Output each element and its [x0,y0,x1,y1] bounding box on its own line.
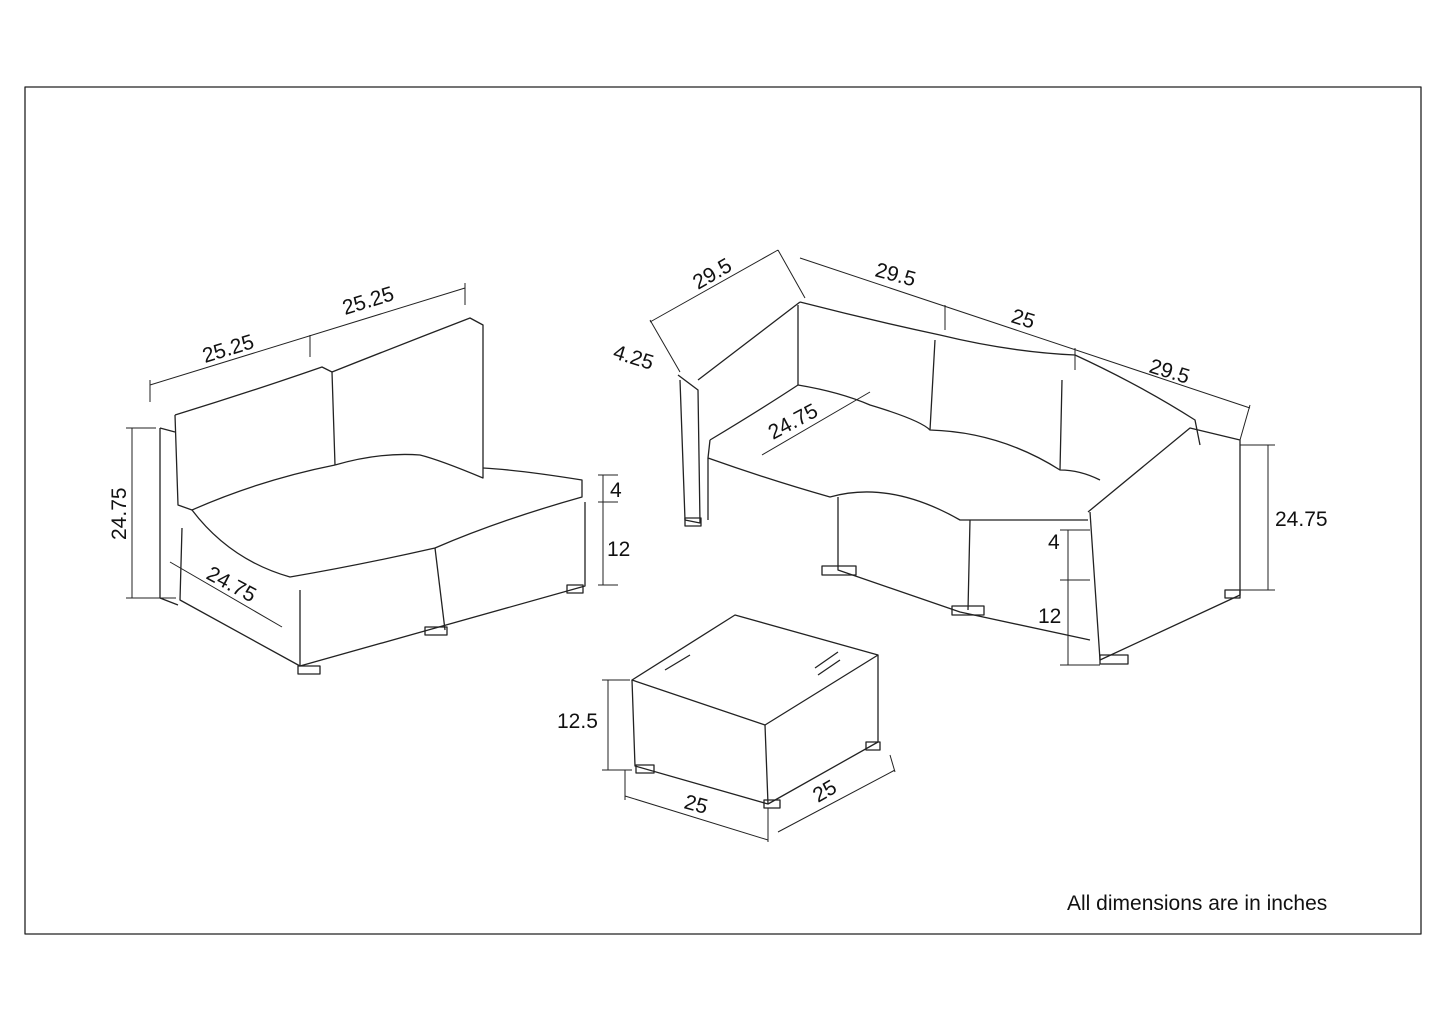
ottoman-height-label: 12.5 [557,710,598,733]
drawing-border [24,86,1422,935]
ottoman-depth-label: 25 [809,776,841,808]
sectional-height-label: 24.75 [1275,508,1328,531]
sectional-end-width-label: 29.5 [1147,355,1193,389]
sectional-cushion-height-label: 4 [1048,531,1060,554]
ottoman-drawing [602,614,896,842]
loveseat-back-width-left-label: 25.25 [200,330,257,367]
loveseat-back-width-right-label: 25.25 [340,282,397,319]
loveseat-drawing [126,283,618,675]
sectional-arm-depth-label: 29.5 [689,254,736,294]
sectional-base-height-label: 12 [1038,605,1061,628]
loveseat-depth-label: 24.75 [203,562,260,607]
sectional-drawing [649,249,1275,666]
loveseat-height-label: 24.75 [108,487,131,540]
loveseat-cushion-height-label: 4 [610,479,622,502]
sectional-corner-width-label: 29.5 [873,259,918,292]
sectional-arm-width-label: 4.25 [611,341,657,375]
loveseat-base-height-label: 12 [607,538,630,561]
units-note: All dimensions are in inches [1067,892,1327,915]
sectional-seat-depth-label: 24.75 [765,399,822,444]
